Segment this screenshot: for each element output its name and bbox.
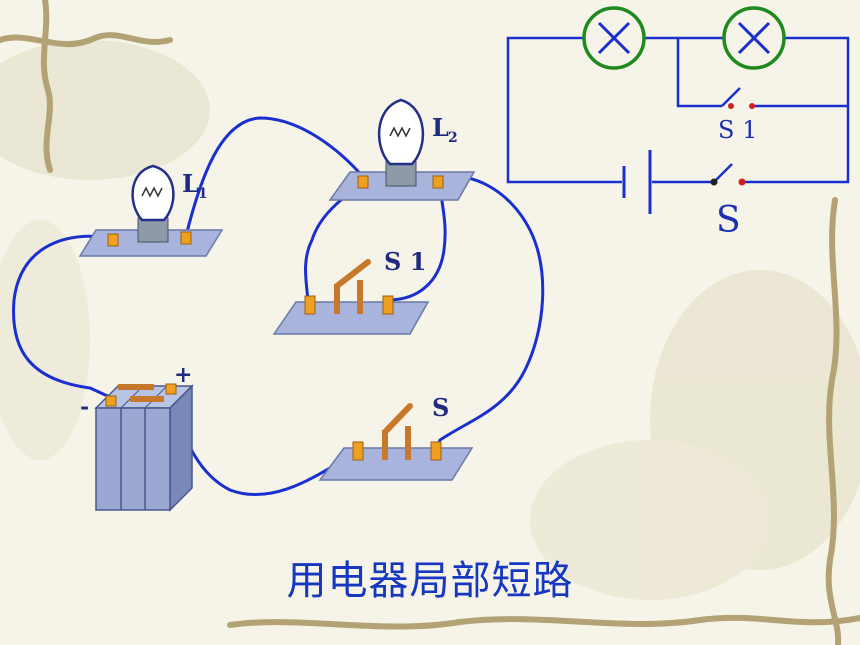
- bulb-icon: [377, 98, 425, 166]
- label-l2: L: [432, 113, 449, 142]
- cell-symbol-icon: [622, 150, 652, 214]
- battery-icon: + -: [80, 362, 194, 512]
- battery-plus-label: +: [174, 362, 192, 388]
- label-s: S: [432, 393, 449, 422]
- board-s1: [272, 301, 430, 335]
- label-l2-sub: 2: [448, 130, 458, 146]
- board-s: [318, 447, 474, 481]
- switch-symbol-icon: [710, 163, 746, 186]
- knife-switch-icon: [382, 403, 413, 460]
- slide-caption: 用电器局部短路: [286, 558, 574, 604]
- schematic-wire-outer: [506, 36, 622, 184]
- knife-switch-icon: [334, 259, 371, 314]
- lamp-symbol-icon: [722, 6, 786, 70]
- schematic-wire-bypass: [676, 38, 722, 108]
- label-l1: L: [182, 169, 199, 198]
- bulb-icon: [131, 164, 175, 222]
- label-l1-sub: 1: [198, 186, 208, 202]
- background-decoration: [0, 40, 860, 600]
- wire-l2-right-to-s: [434, 174, 545, 452]
- schematic-label-s1: S 1: [718, 116, 757, 144]
- lamp-symbol-icon: [582, 6, 646, 70]
- wire-l1-to-l2: [184, 116, 366, 238]
- switch-symbol-icon: [721, 87, 755, 109]
- label-s1: S 1: [384, 247, 426, 276]
- schematic-diagram: S 1 S: [506, 6, 850, 241]
- schematic-label-s: S: [716, 200, 741, 241]
- wire-l1-left-to-battery: [12, 234, 114, 400]
- switch-s: S: [318, 393, 474, 481]
- bulb-l2: L 2: [328, 98, 476, 201]
- switch-s1: S 1: [272, 247, 430, 335]
- battery-minus-label: -: [80, 394, 89, 420]
- bulb-l1: L 1: [78, 164, 224, 257]
